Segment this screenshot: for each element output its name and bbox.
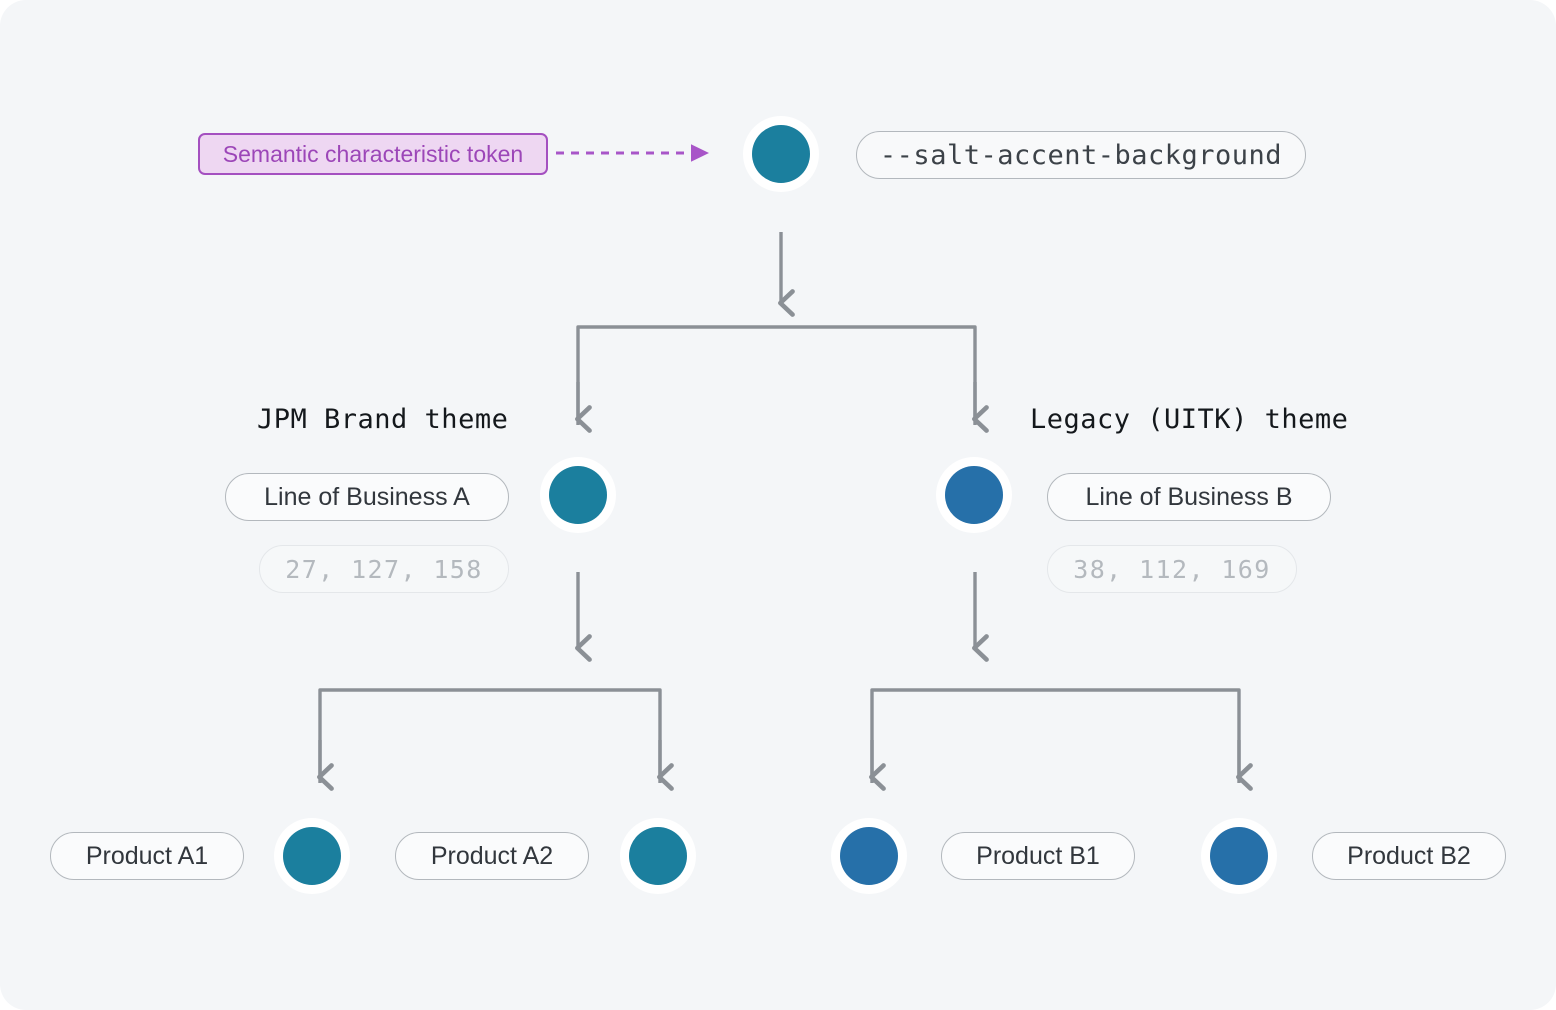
root-swatch-node[interactable] (743, 116, 819, 192)
edge-lob-b-bus (870, 688, 1241, 783)
product-a2-pill[interactable]: Product A2 (395, 832, 589, 880)
line-of-business-a-color-dot (549, 466, 607, 524)
theme-label-jpm-brand: JPM Brand theme (257, 404, 509, 435)
product-a1-color-dot (283, 827, 341, 885)
line-of-business-b-rgb-pill: 38, 112, 169 (1047, 545, 1297, 593)
product-b2-pill[interactable]: Product B2 (1312, 832, 1506, 880)
root-token-pill[interactable]: --salt-accent-background (856, 131, 1306, 179)
edge-root-bus (576, 325, 977, 425)
product-b2-swatch-node[interactable] (1201, 818, 1277, 894)
product-b2-color-dot (1210, 827, 1268, 885)
product-a2-color-dot (629, 827, 687, 885)
root-color-dot (752, 125, 810, 183)
line-of-business-b-color-dot (945, 466, 1003, 524)
line-of-business-a-pill[interactable]: Line of Business A (225, 473, 509, 521)
line-of-business-a-rgb-pill: 27, 127, 158 (259, 545, 509, 593)
theme-label-legacy-uitk: Legacy (UITK) theme (1030, 404, 1349, 435)
line-of-business-a-swatch-node[interactable] (540, 457, 616, 533)
product-a1-swatch-node[interactable] (274, 818, 350, 894)
line-of-business-b-pill[interactable]: Line of Business B (1047, 473, 1331, 521)
product-b1-swatch-node[interactable] (831, 818, 907, 894)
line-of-business-b-swatch-node[interactable] (936, 457, 1012, 533)
product-b1-color-dot (840, 827, 898, 885)
semantic-characteristic-token-label: Semantic characteristic token (198, 133, 548, 175)
product-a2-swatch-node[interactable] (620, 818, 696, 894)
product-a1-pill[interactable]: Product A1 (50, 832, 244, 880)
product-b1-pill[interactable]: Product B1 (941, 832, 1135, 880)
edge-lob-a-bus (318, 688, 662, 783)
